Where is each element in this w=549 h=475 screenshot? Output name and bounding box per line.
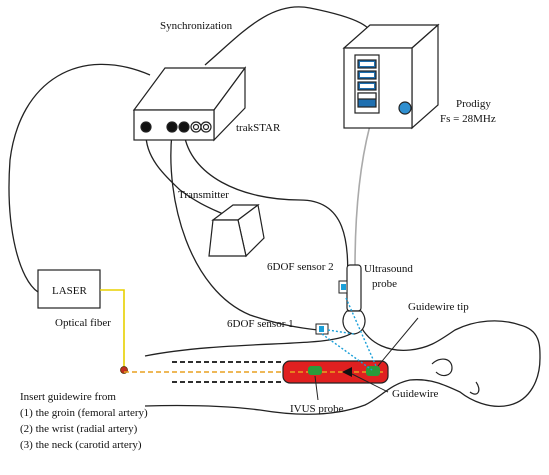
transmitter-box (208, 203, 265, 258)
label-fs: Fs = 28MHz (440, 113, 496, 125)
label-insert-2: (2) the wrist (radial artery) (20, 423, 138, 435)
sensor1 (315, 323, 329, 335)
leader-lines (314, 317, 419, 401)
label-transmitter: Transmitter (178, 189, 229, 201)
sensor1-cable (170, 132, 319, 331)
label-insert-title: Insert guidewire from (20, 391, 116, 403)
laser-box (37, 269, 101, 309)
label-ultrasound-2: probe (372, 278, 397, 290)
trakstar-port-3 (178, 121, 190, 133)
sensor2 (338, 280, 348, 294)
label-prodigy: Prodigy (456, 98, 491, 110)
catheter (282, 360, 389, 384)
label-synchronization: Synchronization (160, 20, 233, 32)
guidewire-tip-marker (366, 366, 380, 376)
sensor2-cable (183, 132, 349, 291)
label-guidewire-tip: Guidewire tip (408, 301, 469, 313)
label-sensor1: 6DOF sensor 1 (227, 318, 294, 330)
prodigy-knob (398, 101, 412, 115)
trakstar-box (132, 66, 247, 142)
guidewire-arrow (342, 367, 352, 377)
trakstar-port-1 (140, 121, 152, 133)
head-chin (469, 381, 480, 395)
label-ivus-probe: IVUS probe (290, 403, 344, 415)
label-laser: LASER (52, 285, 88, 297)
transmitter-cable (145, 132, 226, 216)
label-insert-3: (3) the neck (carotid artery) (20, 439, 142, 451)
label-insert-1: (1) the groin (femoral artery) (20, 407, 148, 419)
trakstar-port-2 (166, 121, 178, 133)
head-ear (431, 358, 453, 377)
label-sensor2: 6DOF sensor 2 (267, 261, 334, 273)
label-ultrasound-1: Ultrasound (364, 263, 413, 275)
label-trakstar: trakSTAR (236, 122, 281, 134)
optical-fiber (100, 289, 125, 368)
ultrasound-cable (354, 117, 373, 269)
laser-sync-cable (8, 63, 151, 293)
tracking-lines (321, 297, 377, 371)
label-guidewire: Guidewire (392, 388, 439, 400)
ivus-marker (308, 366, 322, 375)
prodigy-box (342, 23, 440, 130)
label-optical-fiber: Optical fiber (55, 317, 111, 329)
